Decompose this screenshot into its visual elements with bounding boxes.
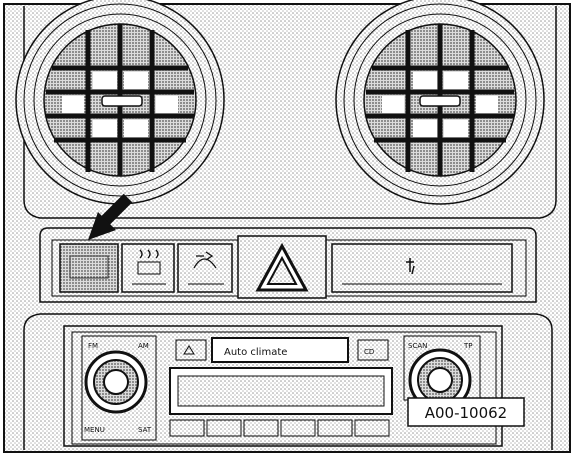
svg-text:MENU: MENU (84, 426, 105, 434)
passenger-switch[interactable] (331, 243, 513, 293)
right-air-vent (335, 0, 545, 205)
highlighted-switch[interactable] (59, 243, 119, 293)
svg-text:SAT: SAT (138, 426, 152, 434)
pointer-arrow-icon (88, 193, 133, 240)
left-knob-button-labels: FM AM MENU SAT (84, 342, 152, 434)
preset-buttons[interactable] (169, 419, 390, 437)
svg-text:CD: CD (364, 348, 374, 356)
rear-window-heater-switch[interactable] (121, 243, 175, 293)
svg-text:SCAN: SCAN (408, 342, 427, 350)
right-control-knob[interactable] (403, 335, 481, 412)
radio-display: Auto climate CD (175, 337, 389, 363)
media-slot (169, 367, 393, 415)
left-control-knob[interactable] (81, 335, 157, 441)
recirculation-switch[interactable] (177, 243, 233, 293)
right-knob-button-labels: SCAN TP (408, 342, 473, 350)
radio-display-text: Auto climate (224, 347, 287, 358)
left-air-vent (15, 0, 225, 205)
svg-text:TP: TP (463, 342, 473, 350)
hazard-warning-switch[interactable] (237, 235, 327, 299)
reference-code-box: A00-10062 (407, 397, 525, 427)
reference-code: A00-10062 (425, 404, 507, 422)
svg-text:FM: FM (88, 342, 98, 350)
svg-text:AM: AM (138, 342, 149, 350)
dashboard-panel (23, 6, 557, 219)
